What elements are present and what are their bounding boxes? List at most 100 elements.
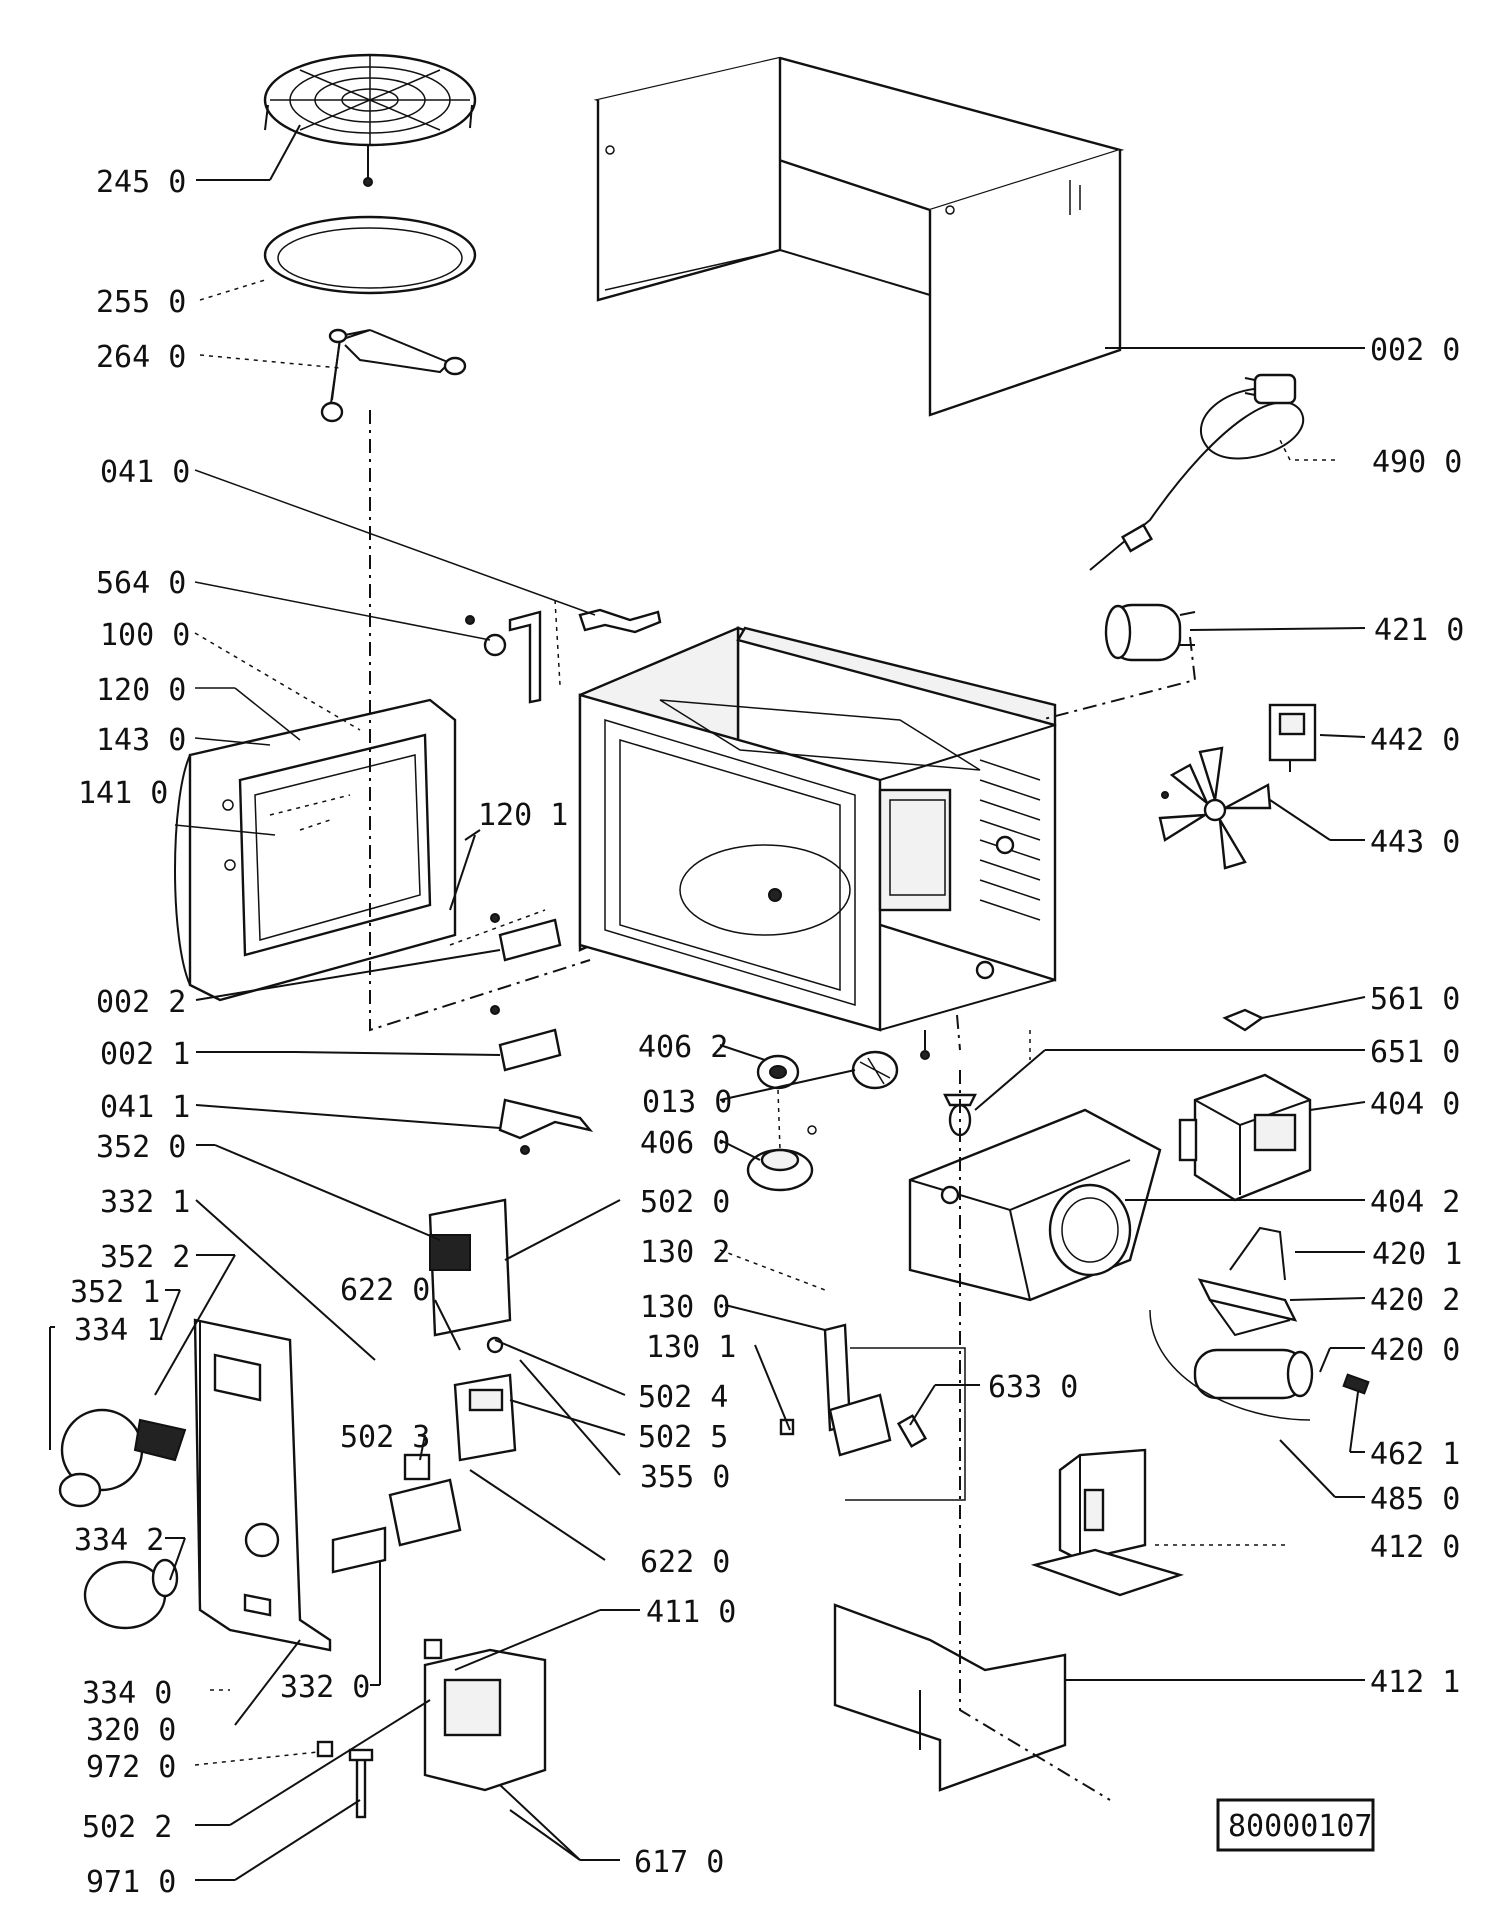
label-332-0: 332 0 [280,1670,370,1705]
label-411-0: 411 0 [646,1595,736,1630]
part-power-cord [1089,373,1304,571]
part-magnetron-housing [908,1108,1162,1302]
part-knob-timer [58,1408,187,1508]
label-404-2: 404 2 [1370,1185,1460,1220]
part-turntable-motor [746,1125,817,1192]
label-412-1: 412 1 [1370,1665,1460,1700]
label-100-0: 100 0 [100,618,190,653]
label-490-0: 490 0 [1372,445,1462,480]
part-magnetron [1178,1073,1312,1202]
drawing-number-box: 80000107 [1216,1798,1375,1852]
center-labels: 406 2 013 0 406 0 502 0 130 2 130 0 130 … [634,1030,1078,1880]
label-002-0: 002 0 [1370,333,1460,368]
label-622-0-left: 622 0 [340,1273,430,1308]
label-352-0: 352 0 [96,1130,186,1165]
part-switch-clip [1222,1008,1265,1032]
label-420-2: 420 2 [1370,1283,1460,1318]
part-latch-bracket-top [578,608,662,634]
label-564-0: 564 0 [96,566,186,601]
assembly-guides [369,410,1197,1801]
part-roller-support [320,328,467,423]
label-143-0: 143 0 [96,723,186,758]
part-oven-cavity [578,626,1057,1032]
label-352-2: 352 2 [100,1240,190,1275]
label-255-0: 255 0 [96,285,186,320]
label-355-0: 355 0 [640,1460,730,1495]
part-fan-blade [1158,746,1272,870]
part-bolt [348,1748,374,1819]
part-door [174,698,457,1002]
label-141-0: 141 0 [78,776,168,811]
part-pcb-lower [331,1478,462,1574]
part-knob-selector [83,1558,179,1630]
label-120-0: 120 0 [96,673,186,708]
leader-lines [49,124,1366,1881]
part-latch-bracket-bottom [498,1098,594,1155]
part-base-cover [833,1603,1067,1792]
part-fuse [316,1740,334,1758]
label-622-0-center: 622 0 [640,1545,730,1580]
label-264-0: 264 0 [96,340,186,375]
label-332-1: 332 1 [100,1185,190,1220]
label-334-0: 334 0 [82,1676,172,1711]
label-617-0: 617 0 [634,1845,724,1880]
part-drive-coupler [851,1050,899,1090]
label-502-3: 502 3 [340,1420,430,1455]
part-glass-turntable [263,215,477,295]
part-thermostat [465,610,542,704]
label-013-0: 013 0 [642,1085,732,1120]
label-972-0: 972 0 [86,1750,176,1785]
label-485-0: 485 0 [1370,1482,1460,1517]
right-labels: 002 0 490 0 421 0 442 0 443 0 561 0 651 … [1370,333,1464,1700]
drawing-number: 80000107 [1228,1809,1373,1844]
label-245-0: 245 0 [96,165,186,200]
label-334-1: 334 1 [74,1313,164,1348]
label-412-0: 412 0 [1370,1530,1460,1565]
part-pcb-upper [428,1198,512,1354]
left-labels: 245 0 255 0 264 0 041 0 564 0 100 0 120 … [70,165,568,1900]
part-hinge-plate-lower [490,1005,562,1072]
label-651-0: 651 0 [1370,1035,1460,1070]
label-002-2: 002 2 [96,985,186,1020]
label-462-1: 462 1 [1370,1437,1460,1472]
part-grill-rack [263,53,477,187]
part-outer-casing [593,56,1125,417]
label-352-1: 352 1 [70,1275,160,1310]
label-502-5: 502 5 [638,1420,728,1455]
label-971-0: 971 0 [86,1865,176,1900]
label-420-0: 420 0 [1370,1333,1460,1368]
label-502-0: 502 0 [640,1185,730,1220]
part-thermal-switch [1268,703,1317,772]
label-421-0: 421 0 [1374,613,1464,648]
label-130-0: 130 0 [640,1290,730,1325]
label-130-1: 130 1 [646,1330,736,1365]
label-420-1: 420 1 [1372,1237,1462,1272]
label-406-0: 406 0 [640,1126,730,1161]
label-404-0: 404 0 [1370,1087,1460,1122]
label-633-0: 633 0 [988,1370,1078,1405]
part-capacitor-bracket [1197,1226,1298,1337]
label-120-1: 120 1 [478,798,568,833]
label-041-0: 041 0 [100,455,190,490]
label-130-2: 130 2 [640,1235,730,1270]
label-334-2: 334 2 [74,1523,164,1558]
part-power-board [423,1638,547,1792]
label-320-0: 320 0 [86,1713,176,1748]
part-hv-capacitor [1193,1348,1314,1400]
label-561-0: 561 0 [1370,982,1460,1017]
part-hv-transformer [1030,1448,1185,1597]
part-fan-motor [1104,603,1196,662]
part-door-switch [779,1323,928,1457]
label-406-2: 406 2 [638,1030,728,1065]
label-002-1: 002 1 [100,1037,190,1072]
label-041-1: 041 1 [100,1090,190,1125]
label-443-0: 443 0 [1370,825,1460,860]
label-502-2: 502 2 [82,1810,172,1845]
part-hv-diode [1149,1309,1370,1421]
part-hinge-plate-upper [490,913,562,962]
label-502-4: 502 4 [638,1380,728,1415]
part-control-fascia [193,1318,332,1652]
label-442-0: 442 0 [1370,723,1460,758]
